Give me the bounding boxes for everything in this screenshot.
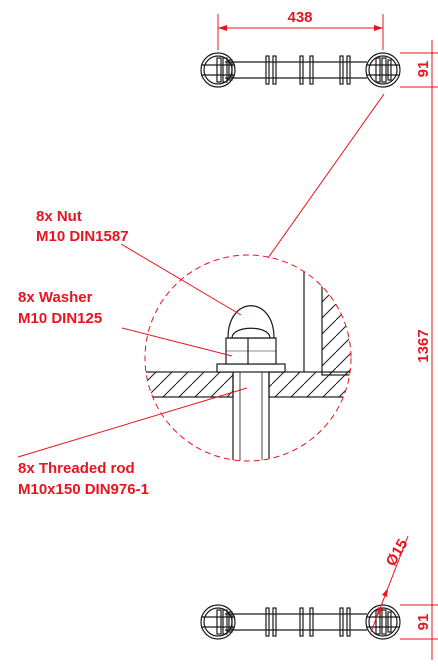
- right-ring-top: [365, 52, 401, 88]
- base-plate-left: [145, 371, 234, 398]
- callout-nut-spec: M10 DIN1587: [36, 228, 129, 245]
- detail-leader: [267, 93, 385, 259]
- washer: [216, 363, 286, 373]
- dimension-lines: [217, 14, 438, 660]
- dim-top-height: 91: [415, 61, 432, 78]
- rail-bolts-bottom: [265, 607, 351, 637]
- dim-overall-height: 1367: [415, 329, 432, 362]
- cap-nut: [225, 305, 277, 365]
- dim-bottom-height: 91: [415, 614, 432, 631]
- left-ring-top: [200, 52, 236, 88]
- top-frame-view: [200, 52, 401, 88]
- right-ring-bottom: [365, 604, 401, 640]
- vertical-wall: [321, 255, 351, 376]
- callout-rod-qty: 8x Threaded rod: [18, 460, 135, 477]
- callout-leaders: [17, 243, 248, 458]
- rail-bolts-top: [265, 55, 351, 85]
- detail-circle: [144, 254, 352, 462]
- left-ring-bottom: [200, 604, 236, 640]
- dim-top-width: 438: [287, 9, 312, 26]
- base-plate-right: [268, 371, 351, 398]
- dim-diameter: Ø15: [383, 536, 412, 569]
- detail-view: [144, 93, 385, 462]
- bottom-frame-view: [200, 604, 401, 640]
- callout-rod-spec: M10x150 DIN976-1: [18, 481, 149, 498]
- callout-washer-qty: 8x Washer: [18, 289, 93, 306]
- callout-nut-qty: 8x Nut: [36, 208, 82, 225]
- callout-washer-spec: M10 DIN125: [18, 310, 102, 327]
